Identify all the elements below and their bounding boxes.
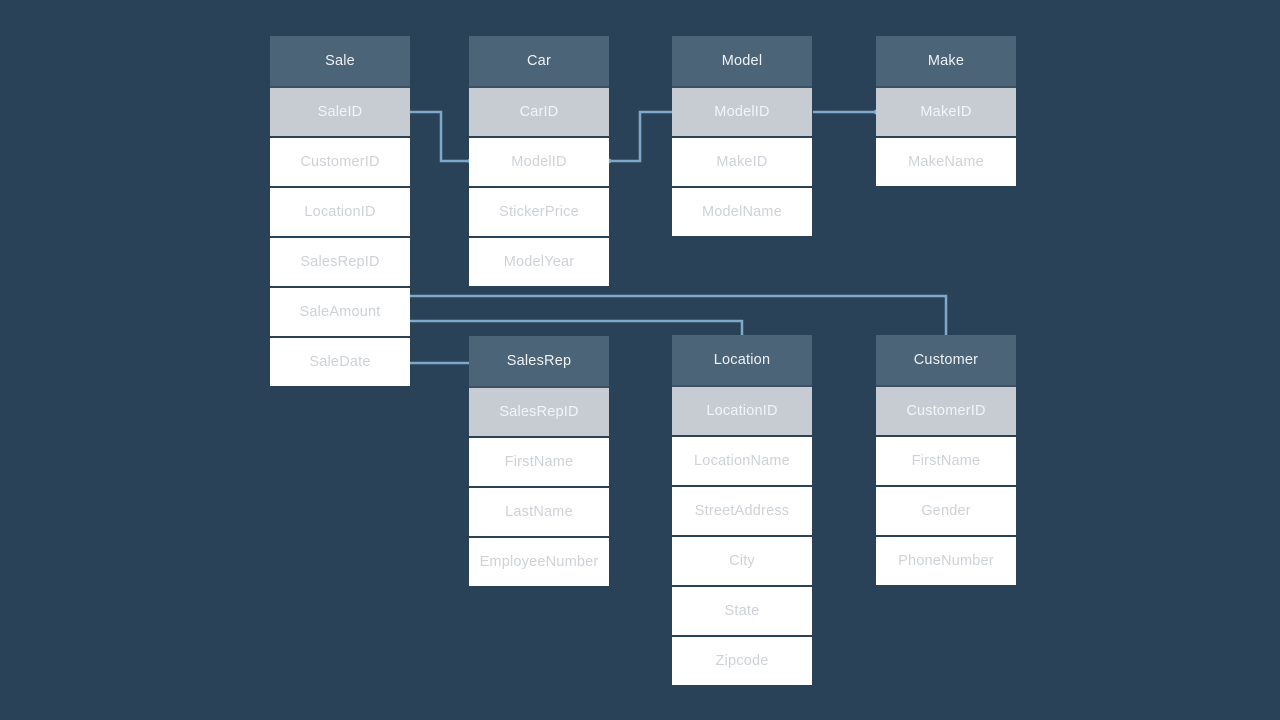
entity-car[interactable]: Car CarID ModelID StickerPrice ModelYear [469,36,609,286]
entity-sale-title: Sale [270,36,410,86]
entity-sale[interactable]: Sale SaleID CustomerID LocationID SalesR… [270,36,410,386]
entity-car-field-stickerprice[interactable]: StickerPrice [469,186,609,236]
entity-make-title: Make [876,36,1016,86]
entity-customer-field-firstname[interactable]: FirstName [876,435,1016,485]
entity-salesrep-pk[interactable]: SalesRepID [469,386,609,436]
entity-location-field-city[interactable]: City [672,535,812,585]
entity-location[interactable]: Location LocationID LocationName StreetA… [672,335,812,685]
connector-car-model [609,110,672,163]
entity-customer-title: Customer [876,335,1016,385]
entity-location-title: Location [672,335,812,385]
entity-sale-field-locationid[interactable]: LocationID [270,186,410,236]
entity-make-field-makename[interactable]: MakeName [876,136,1016,186]
entity-customer[interactable]: Customer CustomerID FirstName Gender Pho… [876,335,1016,585]
entity-sale-field-customerid[interactable]: CustomerID [270,136,410,186]
entity-model-pk[interactable]: ModelID [672,86,812,136]
entity-car-pk[interactable]: CarID [469,86,609,136]
connector-sale-car [410,110,470,163]
entity-model-title: Model [672,36,812,86]
entity-customer-field-gender[interactable]: Gender [876,485,1016,535]
entity-sale-pk[interactable]: SaleID [270,86,410,136]
entity-location-pk[interactable]: LocationID [672,385,812,435]
entity-sale-field-saleamount[interactable]: SaleAmount [270,286,410,336]
entity-car-field-modelyear[interactable]: ModelYear [469,236,609,286]
entity-customer-field-phonenumber[interactable]: PhoneNumber [876,535,1016,585]
entity-location-field-state[interactable]: State [672,585,812,635]
entity-location-field-locationname[interactable]: LocationName [672,435,812,485]
entity-salesrep-title: SalesRep [469,336,609,386]
entity-salesrep-field-employeenumber[interactable]: EmployeeNumber [469,536,609,586]
connector-sale-customer [410,294,948,336]
entity-customer-pk[interactable]: CustomerID [876,385,1016,435]
entity-salesrep[interactable]: SalesRep SalesRepID FirstName LastName E… [469,336,609,586]
entity-model[interactable]: Model ModelID MakeID ModelName [672,36,812,236]
entity-make-pk[interactable]: MakeID [876,86,1016,136]
connector-sale-location [410,319,744,336]
entity-make[interactable]: Make MakeID MakeName [876,36,1016,186]
entity-car-field-modelid[interactable]: ModelID [469,136,609,186]
entity-salesrep-field-firstname[interactable]: FirstName [469,436,609,486]
entity-salesrep-field-lastname[interactable]: LastName [469,486,609,536]
entity-sale-field-saledate[interactable]: SaleDate [270,336,410,386]
entity-location-field-streetaddress[interactable]: StreetAddress [672,485,812,535]
entity-sale-field-salesrepid[interactable]: SalesRepID [270,236,410,286]
entity-model-field-modelname[interactable]: ModelName [672,186,812,236]
entity-car-title: Car [469,36,609,86]
entity-location-field-zipcode[interactable]: Zipcode [672,635,812,685]
entity-model-field-makeid[interactable]: MakeID [672,136,812,186]
